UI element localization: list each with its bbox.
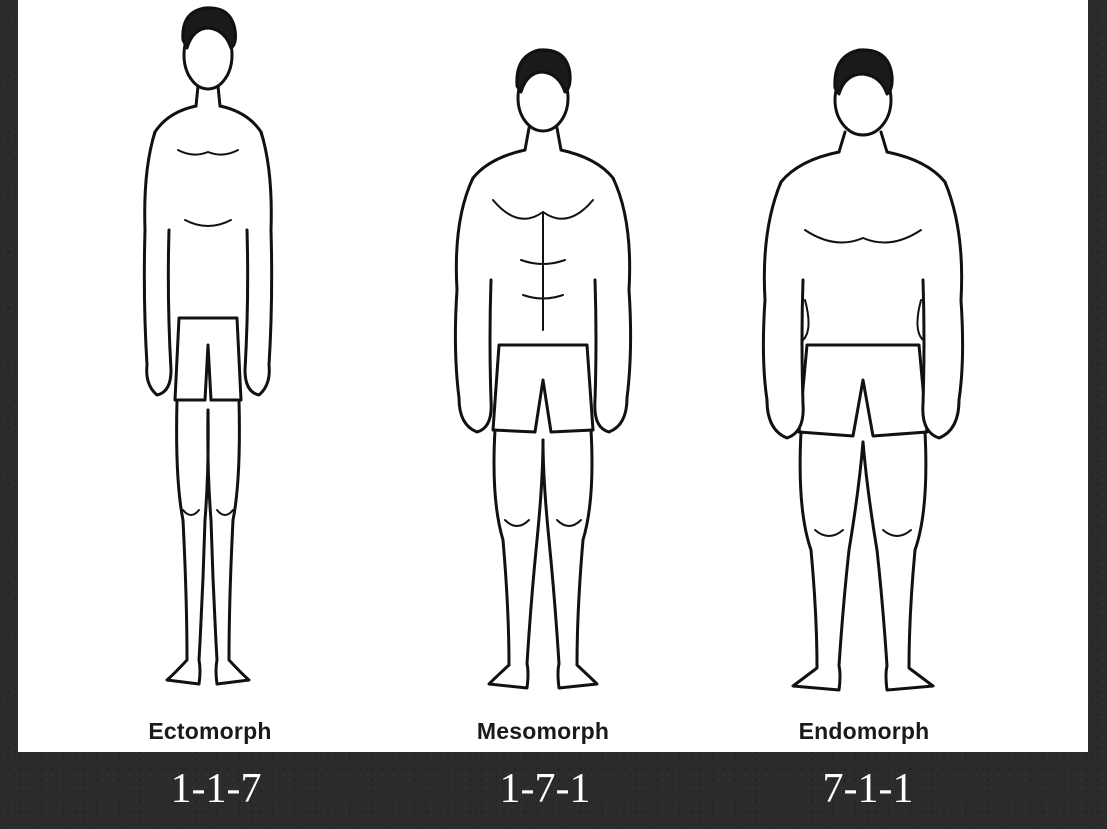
illustration-panel: Ectomorph Mesomorph Endomorph: [18, 0, 1088, 752]
mesomorph-code: 1-7-1: [425, 768, 665, 810]
ectomorph-code: 1-1-7: [96, 768, 336, 810]
endomorph-illustration: [743, 0, 983, 700]
endomorph-code: 7-1-1: [748, 768, 988, 810]
mesomorph-illustration: [433, 0, 653, 700]
endomorph-figure: [743, 0, 983, 700]
ectomorph-illustration: [113, 0, 303, 700]
ectomorph-label: Ectomorph: [90, 718, 330, 745]
mesomorph-label: Mesomorph: [423, 718, 663, 745]
ectomorph-figure: [113, 0, 303, 700]
endomorph-label: Endomorph: [744, 718, 984, 745]
mesomorph-figure: [433, 0, 653, 700]
